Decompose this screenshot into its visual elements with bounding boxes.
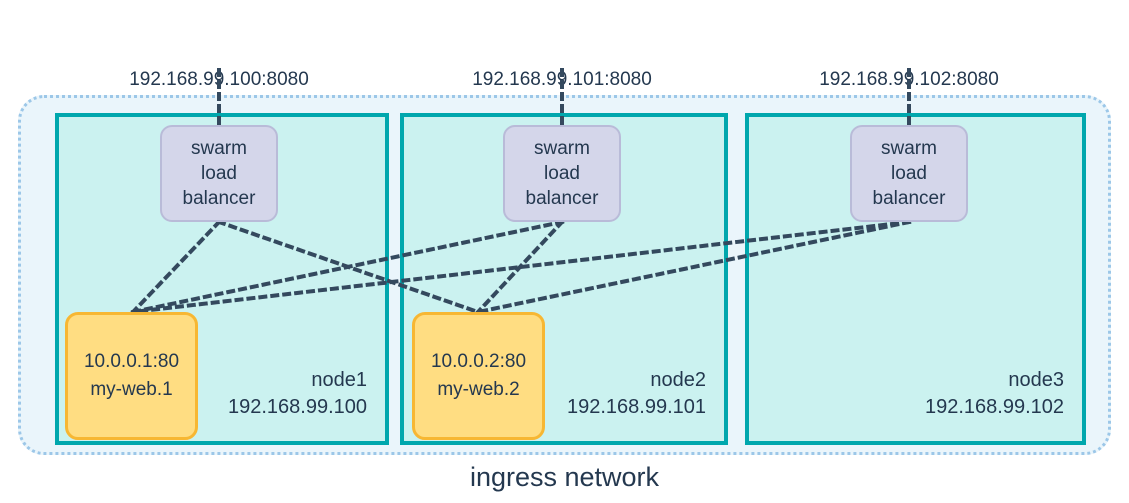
swarm-load-balancer-node3: swarm load balancer bbox=[850, 125, 968, 222]
swarm-load-balancer-node2: swarm load balancer bbox=[503, 125, 621, 222]
node-ip-node1: 192.168.99.100 bbox=[227, 396, 367, 418]
lb-label-line2-node3: load bbox=[891, 162, 927, 184]
task-address-my-web-2: 10.0.0.2:80 bbox=[430, 351, 527, 373]
node-name-node2: node2 bbox=[650, 369, 706, 391]
lb-label-line3-node1: balancer bbox=[182, 188, 256, 210]
swarm-load-balancer-node1: swarm load balancer bbox=[160, 125, 278, 222]
lb-label-line2-node2: load bbox=[544, 162, 580, 184]
task-name-my-web-1: my-web.1 bbox=[90, 379, 173, 400]
published-port-address-node3: 192.168.99.102:8080 bbox=[819, 69, 999, 91]
lb-label-line3-node2: balancer bbox=[525, 188, 599, 210]
task-name-my-web-2: my-web.2 bbox=[437, 379, 520, 400]
task-address-my-web-1: 10.0.0.1:80 bbox=[83, 351, 180, 373]
lb-label-line1-node2: swarm bbox=[534, 137, 590, 159]
node-name-node1: node1 bbox=[311, 369, 367, 391]
lb-label-line1-node1: swarm bbox=[191, 137, 247, 159]
node-ip-node3: 192.168.99.102 bbox=[924, 396, 1064, 418]
service-task-my-web-2: 10.0.0.2:80 my-web.2 bbox=[412, 312, 545, 440]
ingress-network-caption: ingress network bbox=[469, 462, 660, 492]
service-task-my-web-1: 10.0.0.1:80 my-web.1 bbox=[65, 312, 198, 440]
node-ip-node2: 192.168.99.101 bbox=[566, 396, 706, 418]
published-port-address-node2: 192.168.99.101:8080 bbox=[472, 69, 652, 91]
lb-label-line2-node1: load bbox=[201, 162, 237, 184]
lb-label-line1-node3: swarm bbox=[881, 137, 937, 159]
node-name-node3: node3 bbox=[1008, 369, 1064, 391]
lb-label-line3-node3: balancer bbox=[872, 188, 946, 210]
published-port-address-node1: 192.168.99.100:8080 bbox=[129, 69, 309, 91]
